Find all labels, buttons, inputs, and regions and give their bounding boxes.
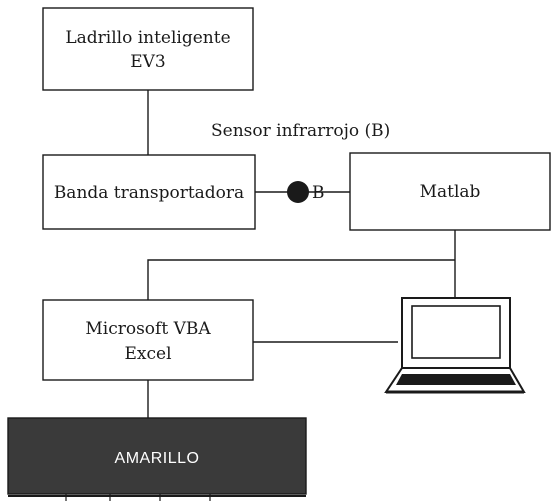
ev3-node: Ladrillo inteligente EV3 xyxy=(42,7,254,91)
banda-label: Banda transportadora xyxy=(54,183,244,203)
sensor-label: Sensor infrarrojo (B) xyxy=(211,121,390,141)
ev3-label-line1: Ladrillo inteligente xyxy=(65,28,230,48)
banda-node: Banda transportadora xyxy=(42,154,256,230)
amarillo-node: AMARILLO xyxy=(7,417,307,501)
sensor-marker: B xyxy=(312,183,325,203)
sensor-dot xyxy=(287,181,309,203)
connector-matlab-vba xyxy=(147,259,455,300)
vba-label-line1: Microsoft VBA xyxy=(85,319,211,339)
vba-label-line2: Excel xyxy=(124,344,171,364)
laptop-icon xyxy=(384,297,526,394)
matlab-label: Matlab xyxy=(420,182,481,202)
matlab-node: Matlab xyxy=(349,152,551,231)
vba-node: Microsoft VBA Excel xyxy=(42,299,254,381)
amarillo-label: AMARILLO xyxy=(115,450,200,467)
ev3-label-line2: EV3 xyxy=(130,52,166,72)
